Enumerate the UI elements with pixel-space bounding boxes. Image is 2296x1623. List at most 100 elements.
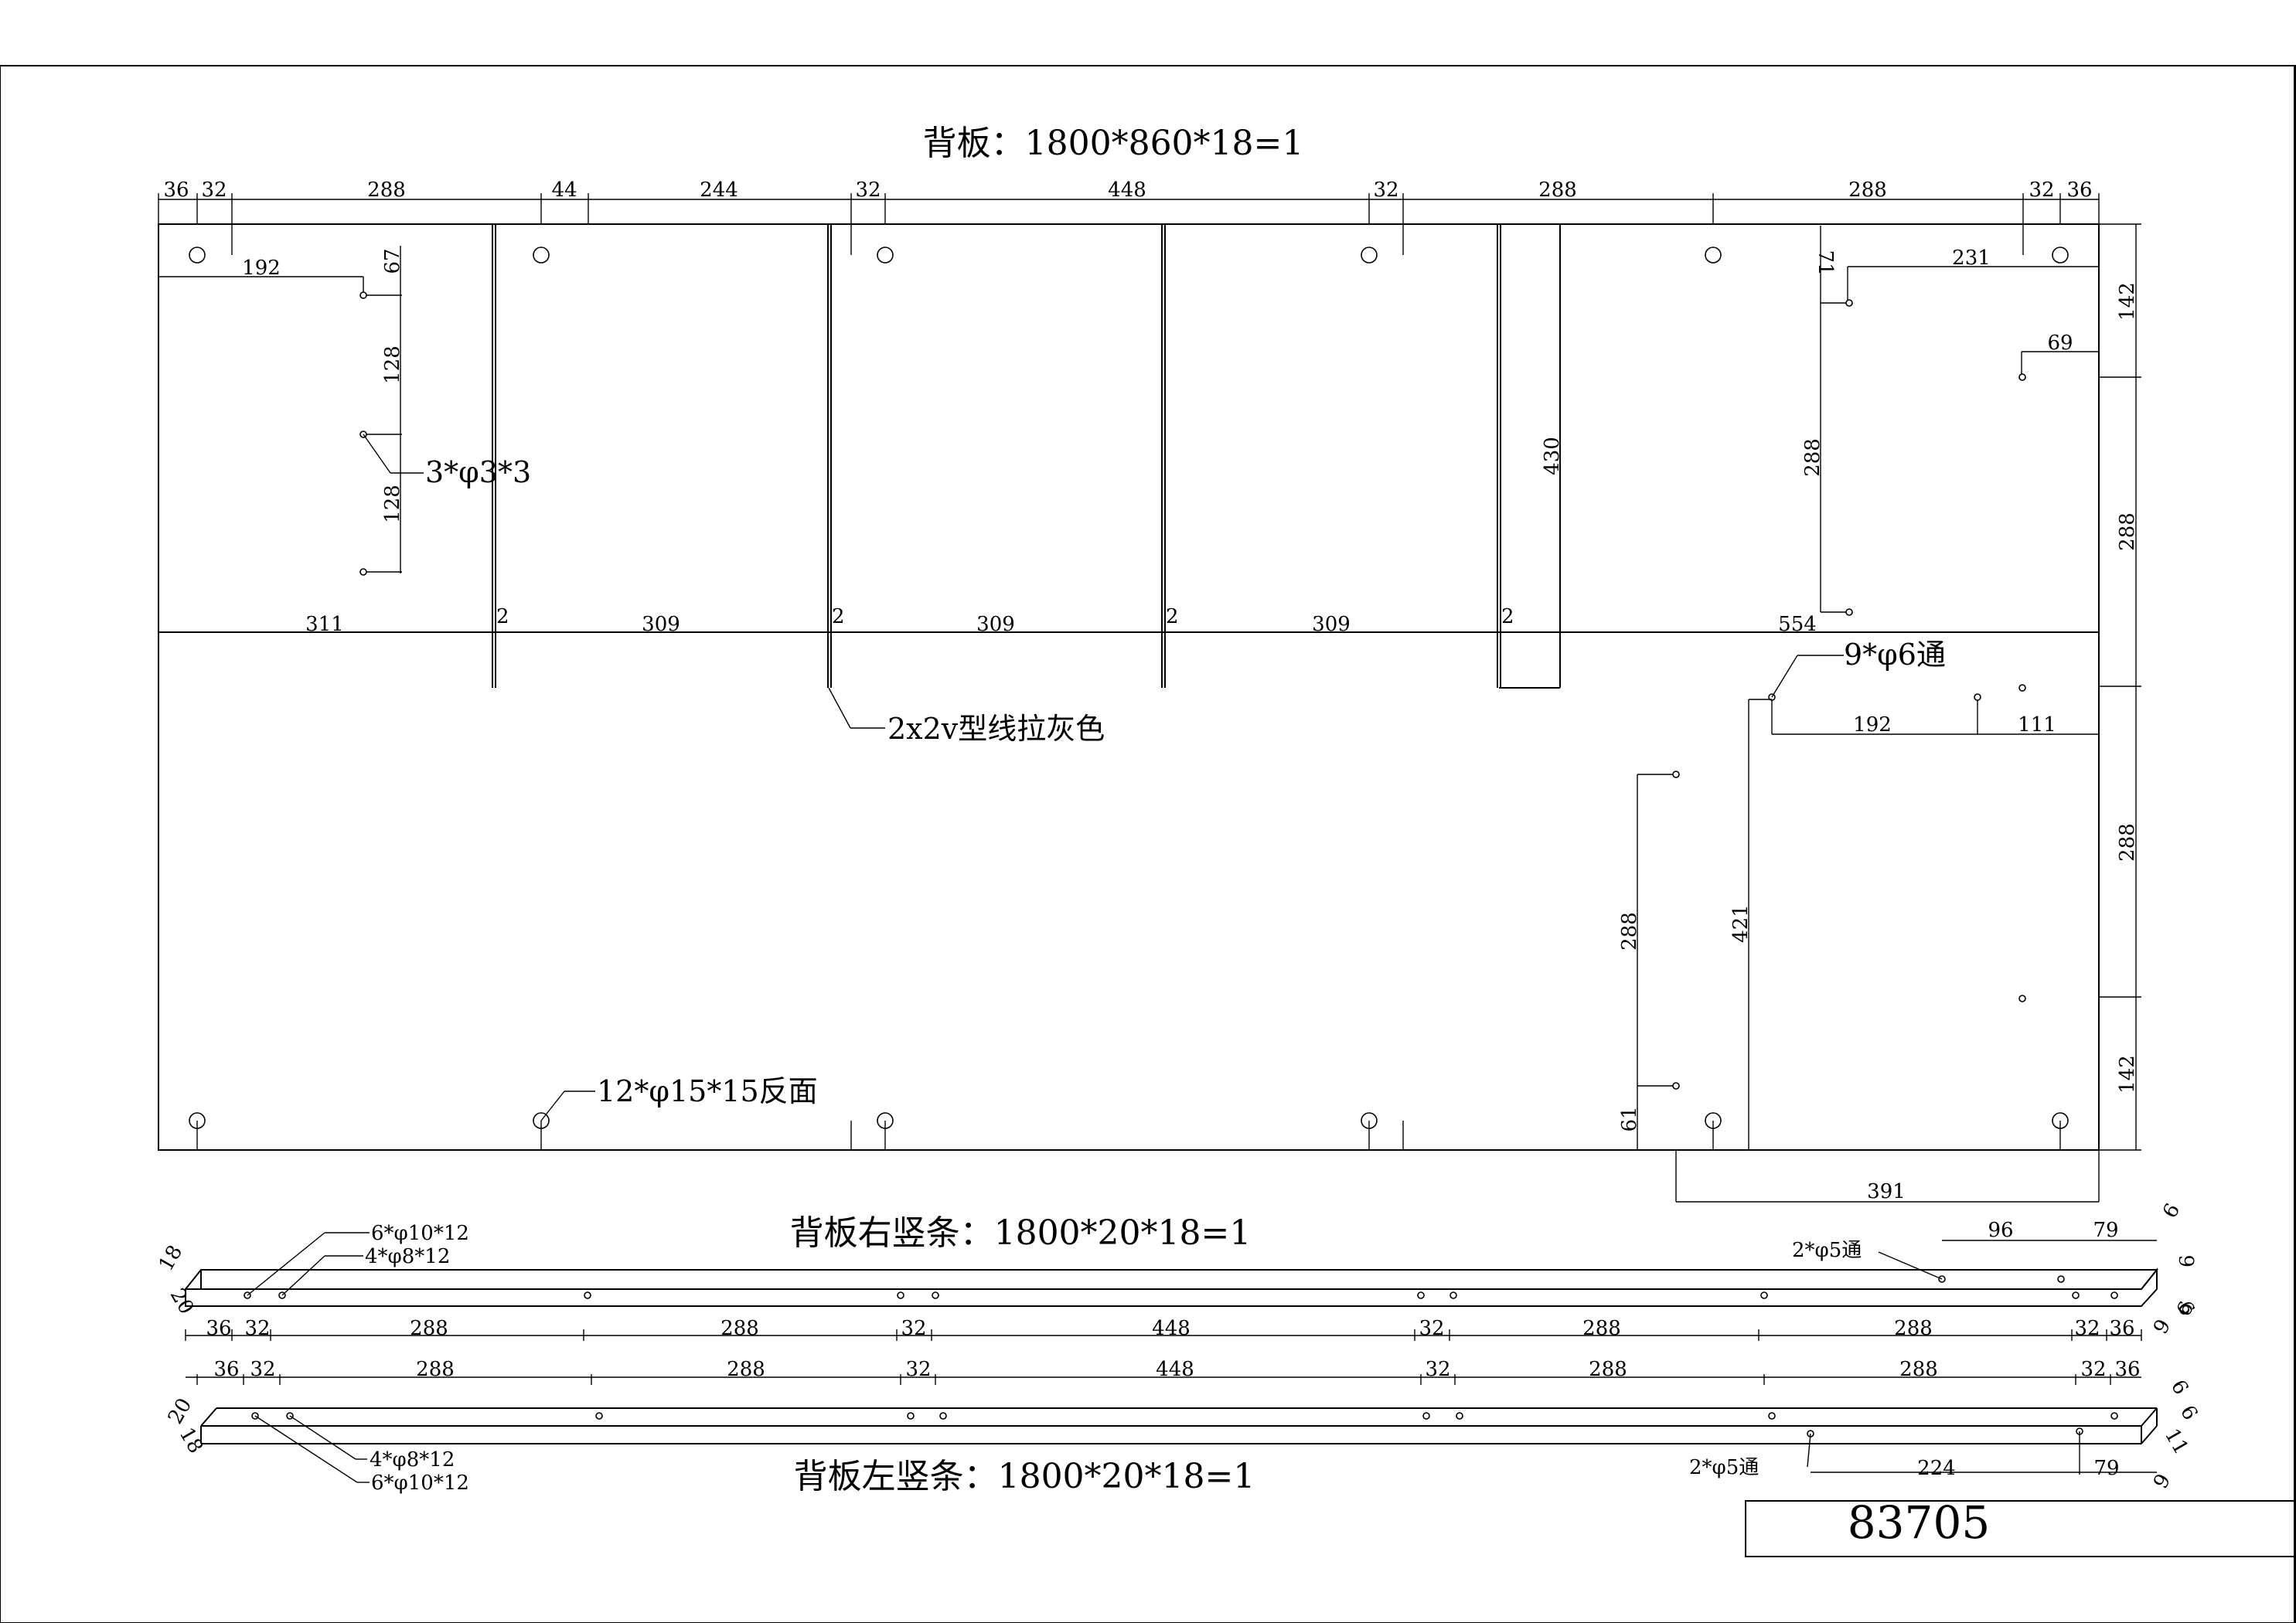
groove-dim: 2: [1501, 605, 1514, 628]
segment-dimension-labels: 311 309 309 309 554: [305, 613, 1817, 636]
left-strip-holes: [251, 1412, 2118, 1438]
right-dimension-labels: 142 288 288 142: [2116, 282, 2139, 1094]
left-strip-leader: [1807, 1433, 1811, 1468]
left-strip-top-dims: 36 32 288 288 32 448 32 288 288 32 36: [213, 1358, 2140, 1381]
dim-79: 79: [2093, 1219, 2118, 1242]
dim-67: 67: [381, 248, 404, 274]
upper-right-holes: [1820, 226, 2099, 616]
bottom-dim: 32: [244, 1317, 270, 1340]
dim-288-lower: 288: [1618, 912, 1641, 951]
right-strip-leader: [247, 1232, 325, 1296]
top-dim: 32: [250, 1358, 275, 1381]
back-panel-outline: [158, 223, 2100, 1151]
groove-leader: [828, 687, 851, 729]
lower-right-holes: [1637, 655, 2100, 1203]
top-dim: 32: [2080, 1358, 2106, 1381]
right-strip-leader: [1878, 1251, 1943, 1280]
note-right-b: 4*φ8*12: [365, 1245, 450, 1268]
dim-18: 18: [155, 1241, 188, 1275]
dim-69: 69: [2047, 332, 2073, 355]
end-dim: 6: [2176, 1254, 2199, 1267]
segment-dim: 309: [1312, 613, 1351, 636]
top-dim: 36: [213, 1358, 239, 1381]
note-small-holes: 3*φ3*3: [425, 455, 531, 489]
note-groove: 2x2v型线拉灰色: [887, 712, 1105, 746]
title-block: [1745, 1500, 2296, 1557]
bottom-dim: 36: [206, 1317, 231, 1340]
right-strip-end-dims: 6 6 6 6: [2158, 1199, 2199, 1320]
dim-192: 192: [242, 257, 281, 280]
groove-dim: 2: [832, 605, 845, 628]
right-dim: 142: [2116, 1055, 2139, 1094]
drawing-number: 83705: [1848, 1496, 1991, 1549]
end-dim: 6: [2166, 1376, 2192, 1399]
dim-71: 71: [1814, 250, 1837, 275]
note-holes-6: 9*φ6通: [1844, 638, 1946, 672]
dim-192b: 192: [1853, 713, 1892, 737]
right-strip-side-face: [185, 1267, 2158, 1307]
top-dim-label: 244: [700, 179, 738, 202]
right-strip: 背板右竖条：1800*20*18=1 6*φ10*12 4*φ8*12 2*φ5…: [155, 1199, 2199, 1341]
dim-61: 61: [1618, 1106, 1641, 1131]
end-dim: 11: [2160, 1425, 2193, 1459]
hinge-holes-15: [189, 247, 2069, 1150]
top-dim-label: 32: [2029, 179, 2054, 202]
dim-9: 9: [2149, 1315, 2175, 1338]
note-left-c: 2*φ5通: [1689, 1456, 1759, 1479]
segment-dim: 309: [642, 613, 680, 636]
groove-dim: 2: [496, 605, 509, 628]
left-strip-top-ticks: [196, 1374, 2111, 1385]
note-holes-15: 12*φ15*15反面: [597, 1074, 818, 1108]
top-dim-label: 32: [201, 179, 227, 202]
top-dim-label: 36: [2066, 179, 2092, 202]
end-dim: 6: [2175, 1402, 2202, 1424]
top-dim: 32: [905, 1358, 931, 1381]
top-dim: 288: [1589, 1358, 1627, 1381]
top-dim-label: 36: [163, 179, 189, 202]
right-dimension-line: [2099, 223, 2141, 1151]
top-dim: 36: [2114, 1358, 2140, 1381]
bottom-dim: 32: [1419, 1317, 1444, 1340]
dim-430: 430: [1541, 437, 1564, 475]
dim-224: 224: [1917, 1457, 1956, 1480]
right-strip-top-face: [183, 1269, 2159, 1290]
bottom-dim: 288: [720, 1317, 759, 1340]
right-strip-bottom-ticks: [185, 1329, 2142, 1341]
segment-dim: 311: [305, 613, 344, 636]
dim-20: 20: [164, 1394, 197, 1428]
top-dim-label: 288: [1538, 179, 1577, 202]
right-strip-bottom-dims: 36 32 288 288 32 448 32 288 288 32 36: [206, 1317, 2134, 1340]
note-left-b: 6*φ10*12: [371, 1472, 469, 1495]
dim-391: 391: [1867, 1180, 1906, 1203]
back-panel: 背板：1800*860*18=1 36 32 288 44 244: [158, 124, 2141, 1203]
left-strip-title: 背板左竖条：1800*20*18=1: [794, 1457, 1255, 1496]
segment-dim: 309: [976, 613, 1015, 636]
top-dim: 32: [1425, 1358, 1450, 1381]
right-strip-title: 背板右竖条：1800*20*18=1: [790, 1213, 1252, 1253]
top-dim-label: 448: [1108, 179, 1146, 202]
dim-288-inner: 288: [1801, 438, 1824, 477]
groove-width-labels: 2 2 2 2: [496, 605, 1514, 628]
bottom-dim: 36: [2109, 1317, 2134, 1340]
dim-231: 231: [1952, 247, 1991, 270]
note-right-c: 2*φ5通: [1792, 1239, 1862, 1262]
left-strip-end-dims: 6 6 11: [2160, 1376, 2202, 1459]
top-dim-label: 44: [551, 179, 577, 202]
right-dim: 288: [2116, 512, 2139, 551]
segment-dim: 554: [1778, 613, 1817, 636]
bottom-dim: 448: [1152, 1317, 1191, 1340]
bottom-dim: 288: [1894, 1317, 1933, 1340]
dim-18: 18: [175, 1424, 208, 1458]
dim-9: 9: [2149, 1470, 2175, 1492]
dim-128: 128: [381, 485, 404, 523]
back-panel-title: 背板：1800*860*18=1: [923, 124, 1304, 163]
right-dim: 142: [2116, 282, 2139, 321]
end-dim: 6: [2158, 1199, 2185, 1222]
left-strip-leader: [254, 1415, 358, 1483]
sheet-border: [0, 65, 2296, 1623]
dim-96: 96: [1988, 1219, 2013, 1242]
right-strip-leader: [281, 1255, 325, 1296]
bottom-dim: 32: [901, 1317, 926, 1340]
top-dim-label: 288: [367, 179, 406, 202]
